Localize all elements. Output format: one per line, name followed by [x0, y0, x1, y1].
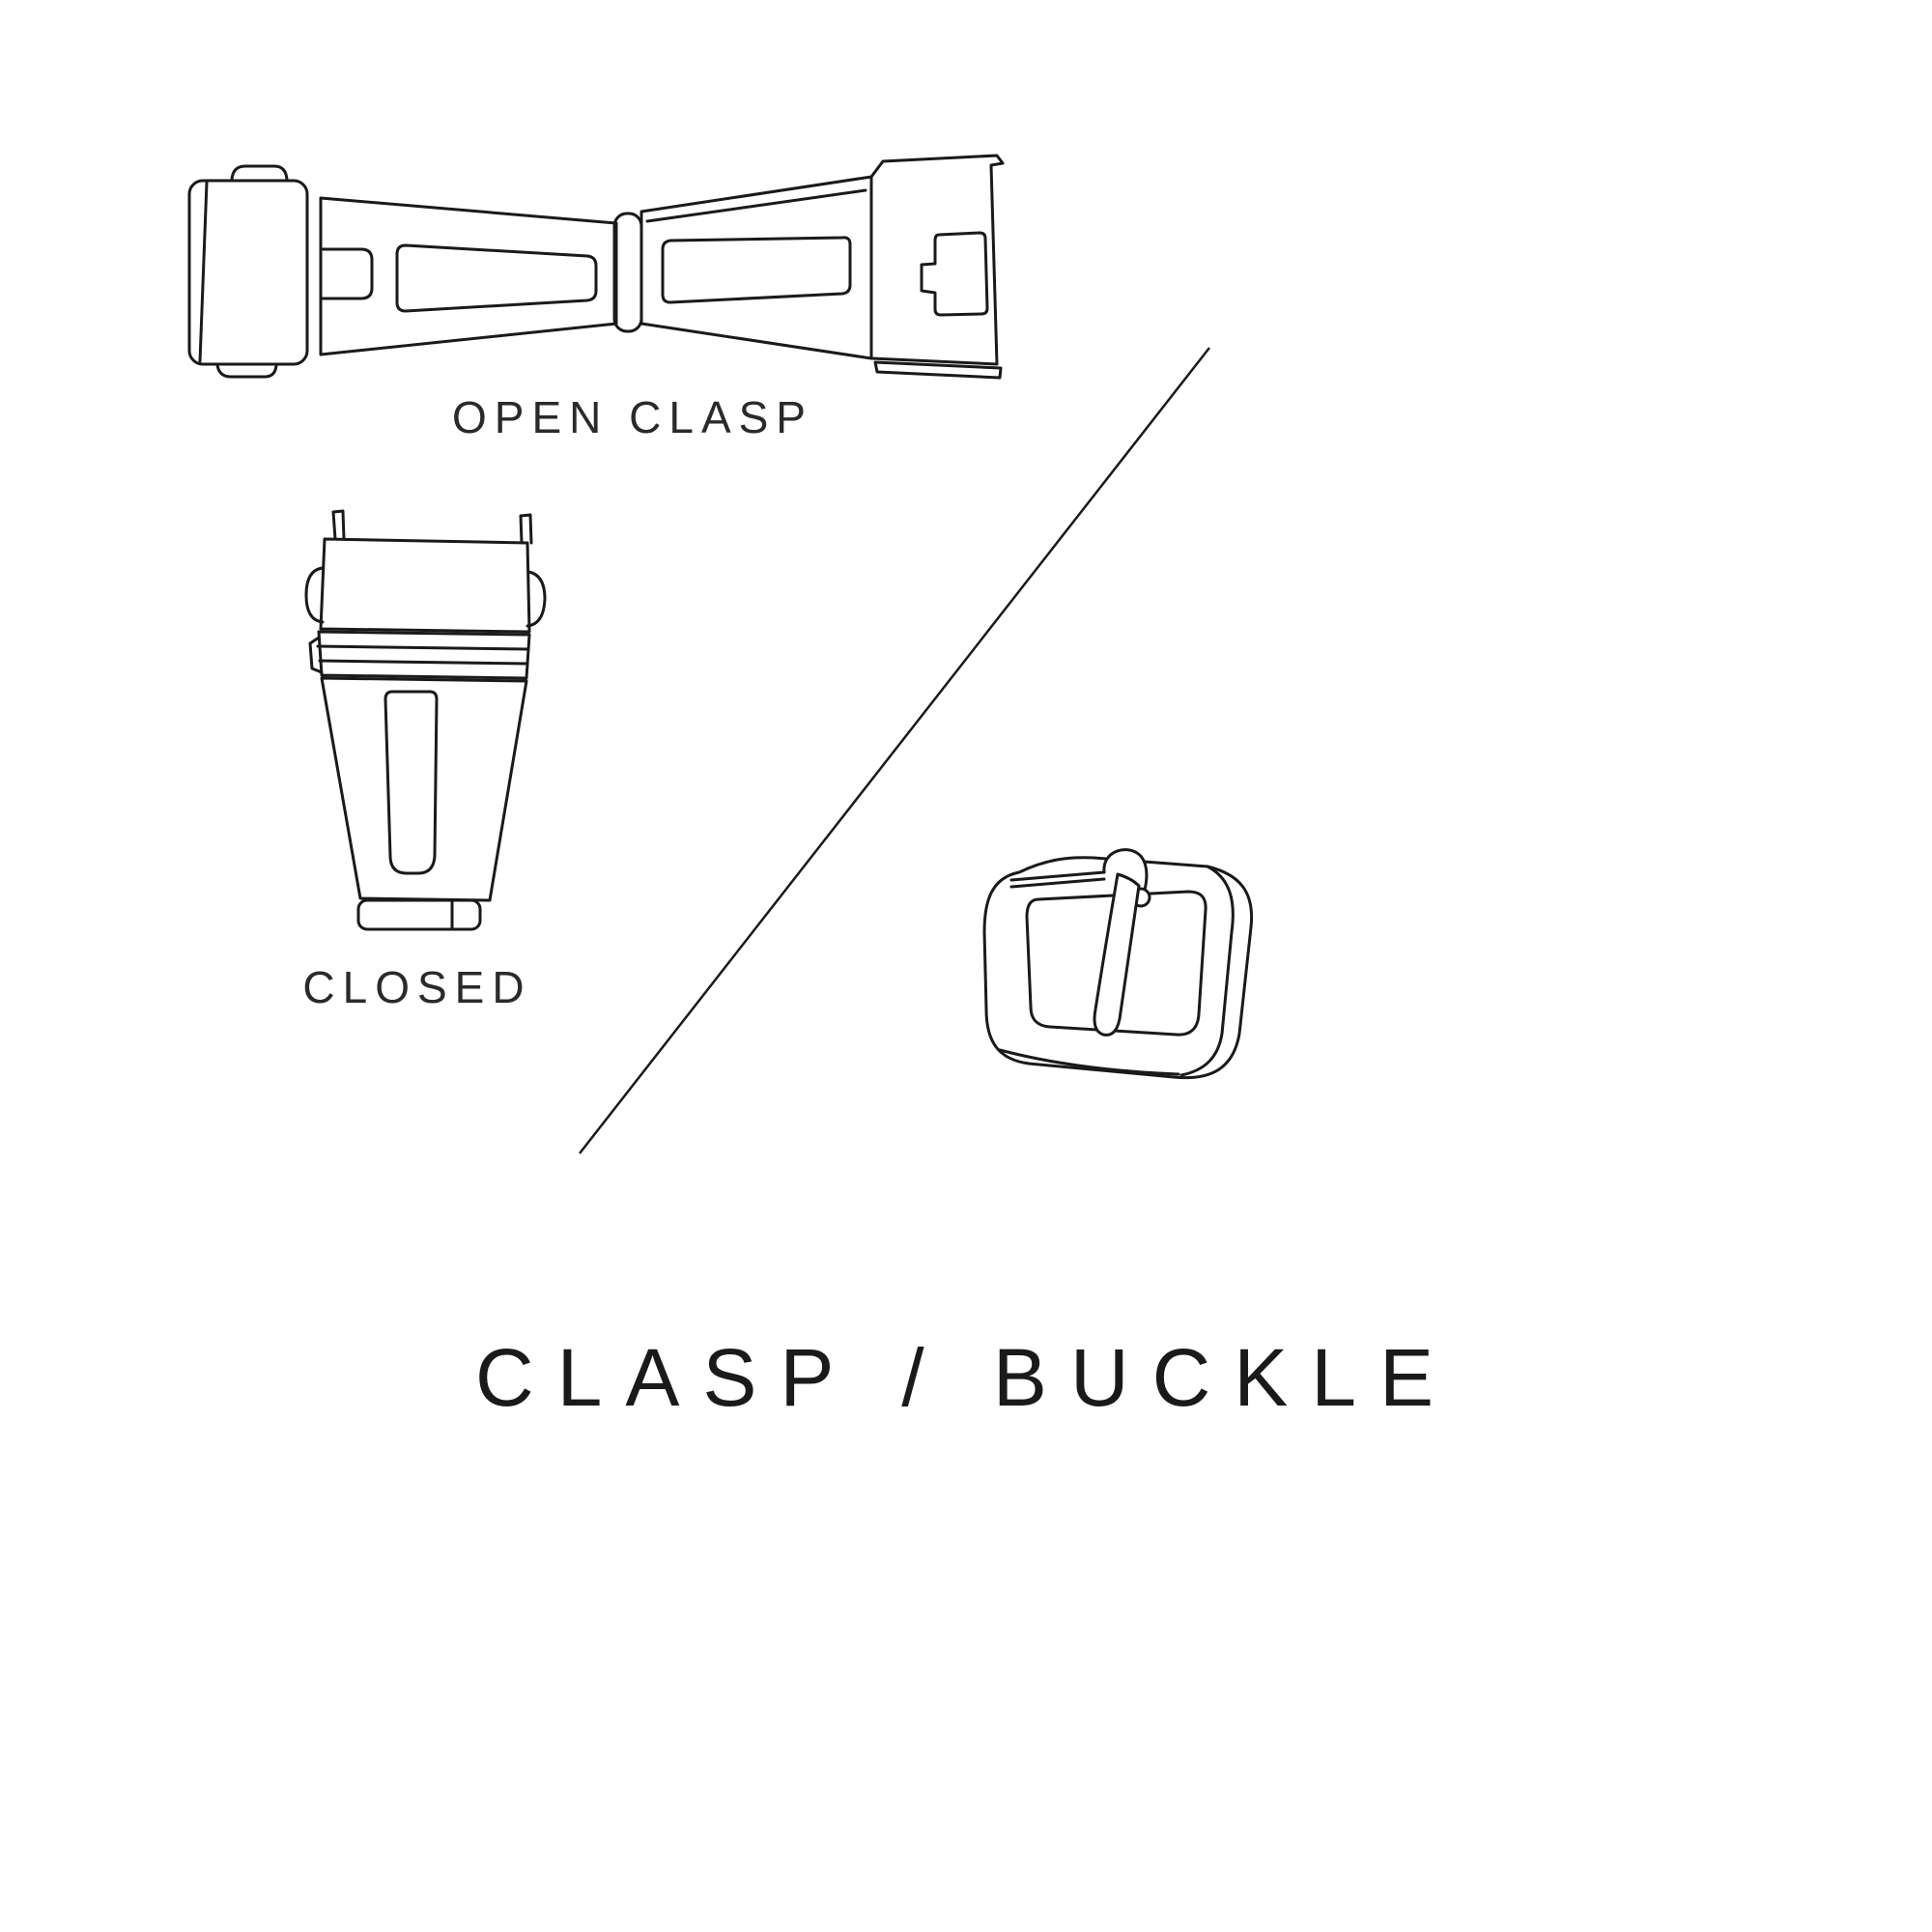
open-clasp-figure	[174, 150, 1024, 382]
page-title: CLASP / BUCKLE	[474, 1332, 1458, 1423]
closed-clasp-icon	[304, 509, 547, 931]
closed-clasp-label: CLOSED	[302, 962, 532, 1012]
diagonal-divider-line	[579, 347, 1210, 1154]
divider-figure	[560, 336, 1227, 1167]
closed-clasp-figure	[290, 502, 551, 937]
open-clasp-icon	[187, 154, 1005, 380]
pin-buckle-icon	[982, 848, 1254, 1080]
buckle-figure	[961, 836, 1280, 1125]
open-clasp-label: OPEN CLASP	[452, 392, 813, 442]
